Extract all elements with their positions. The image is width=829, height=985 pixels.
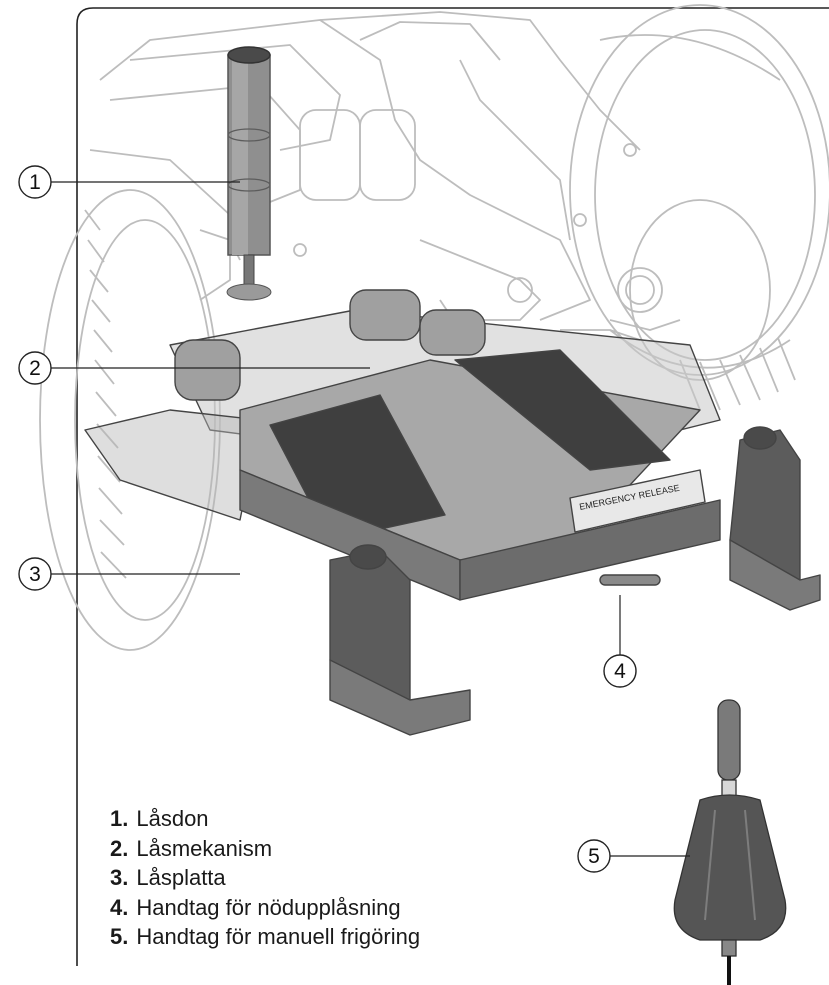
callout-number: 2 (29, 357, 41, 380)
legend-item: 5. Handtag för manuell frigöring (110, 922, 420, 952)
legend-label: Handtag för manuell frigöring (136, 924, 421, 949)
callout-number: 1 (29, 171, 41, 194)
lock-plate-assembly: EMERGENCY RELEASE (84, 289, 821, 736)
legend-item: 3. Låsplatta (110, 863, 420, 893)
legend-item: 1. Låsdon (110, 804, 420, 834)
legend-number: 5. (110, 924, 129, 949)
legend-number: 4. (110, 894, 129, 920)
callout-number: 4 (614, 660, 626, 683)
legend-item: 4. Handtag för nödupplåsning (110, 893, 420, 923)
callout-number: 3 (29, 563, 41, 586)
callout-1: 1 (18, 165, 240, 199)
legend-label: Handtag för nödupplåsning (136, 894, 401, 920)
callout-5: 5 (577, 839, 690, 873)
lock-actuator (226, 46, 272, 301)
legend-item: 2. Låsmekanism (110, 834, 420, 864)
legend-label: Låsplatta (136, 865, 226, 890)
frame-border (76, 7, 829, 966)
legend-label: Låsmekanism (136, 835, 273, 861)
callout-3: 3 (18, 557, 240, 591)
legend-number: 3. (110, 865, 129, 890)
callout-2: 2 (18, 351, 370, 385)
callout-number: 5 (588, 845, 600, 868)
parts-legend: 1. Låsdon 2. Låsmekanism 3. Låsplatta 4. Han… (110, 804, 420, 952)
manual-release-handle (673, 699, 787, 985)
legend-label: Låsdon (136, 806, 209, 831)
callout-4: 4 (603, 595, 637, 688)
legend-number: 2. (110, 835, 129, 861)
legend-number: 1. (110, 806, 129, 831)
